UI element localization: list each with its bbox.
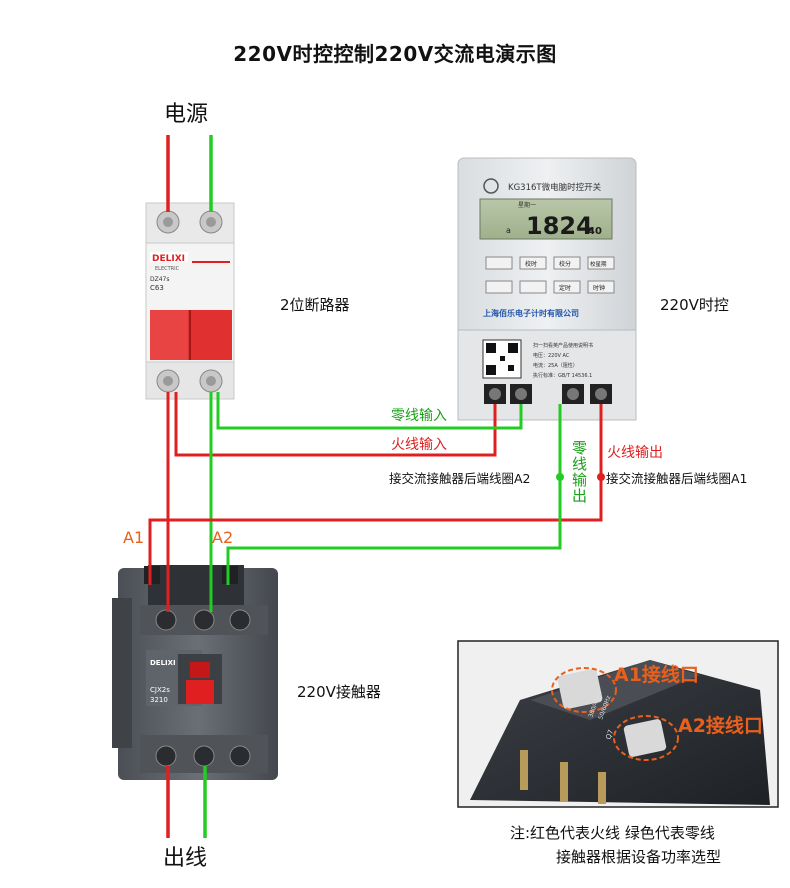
svg-text:1824: 1824 <box>526 212 593 240</box>
wire-live-out <box>148 404 603 585</box>
power-label: 电源 <box>164 102 209 127</box>
svg-text:DELIXI: DELIXI <box>152 254 185 264</box>
output-label: 出线 <box>163 846 208 871</box>
contactor: DELIXI CJX2s 3210 <box>112 565 278 780</box>
svg-text:上海佰乐电子计时有限公司: 上海佰乐电子计时有限公司 <box>483 308 579 318</box>
coil-a1-label: 接交流接触器后端线圈A1 <box>606 471 748 486</box>
breaker-label: 2位断路器 <box>280 296 350 314</box>
a1-marker: A1 <box>123 528 145 547</box>
wire-live-in <box>174 392 497 457</box>
svg-text:校分: 校分 <box>559 260 571 268</box>
legend-note: 注:红色代表火线 绿色代表零线 <box>510 824 715 842</box>
svg-text:DELIXI: DELIXI <box>150 659 176 667</box>
wire-neutral-out <box>226 404 562 585</box>
svg-text:电流：25A（阻性）: 电流：25A（阻性） <box>533 362 578 369</box>
neutral-in-label: 零线输入 <box>391 408 447 424</box>
live-in-label: 火线输入 <box>391 437 447 453</box>
svg-text:C63: C63 <box>150 284 164 292</box>
svg-text:40: 40 <box>588 226 602 237</box>
svg-text:KG316T微电脑时控开关: KG316T微电脑时控开关 <box>508 182 602 193</box>
svg-text:a: a <box>506 226 511 235</box>
svg-text:DZ47s: DZ47s <box>150 276 170 283</box>
wire-neutral-in <box>216 392 523 430</box>
circuit-breaker: DELIXI ELECTRIC DZ47s C63 <box>145 202 235 400</box>
svg-text:定时: 定时 <box>559 284 571 292</box>
svg-text:3210: 3210 <box>150 696 168 704</box>
svg-text:电压：220V AC: 电压：220V AC <box>533 352 570 359</box>
live-out-label: 火线输出 <box>607 445 663 461</box>
svg-text:CJX2s: CJX2s <box>150 686 170 694</box>
timer-label: 220V时控 <box>660 296 729 314</box>
time-switch: KG316T微电脑时控开关 星期一 a 1824 40 校时 校分 校星期 定时… <box>457 157 637 421</box>
svg-text:ELECTRIC: ELECTRIC <box>155 266 180 272</box>
selection-note: 接触器根据设备功率选型 <box>556 848 722 866</box>
a2-marker: A2 <box>212 528 234 547</box>
coil-a2-label: 接交流接触器后端线圈A2 <box>389 471 531 486</box>
svg-text:执行标准：GB/T 14536.1: 执行标准：GB/T 14536.1 <box>533 372 592 379</box>
svg-text:扫一扫看英产品使用说明书: 扫一扫看英产品使用说明书 <box>533 342 593 349</box>
svg-text:校时: 校时 <box>525 260 537 268</box>
svg-text:Q7: Q7 <box>604 729 615 741</box>
svg-text:星期一: 星期一 <box>518 201 536 209</box>
contactor-label: 220V接触器 <box>297 683 381 701</box>
neutral-out-label: 零线输出 <box>570 440 588 504</box>
svg-text:时钟: 时钟 <box>593 284 605 292</box>
page-title: 220V时控控制220V交流电演示图 <box>233 42 557 66</box>
inset-a1-label: A1接线口 <box>614 664 699 686</box>
inset-a2-label: A2接线口 <box>678 715 763 737</box>
contactor-inset-photo: 380/400V 50/60Hz Q7 <box>457 640 779 808</box>
svg-text:校星期: 校星期 <box>590 260 607 268</box>
